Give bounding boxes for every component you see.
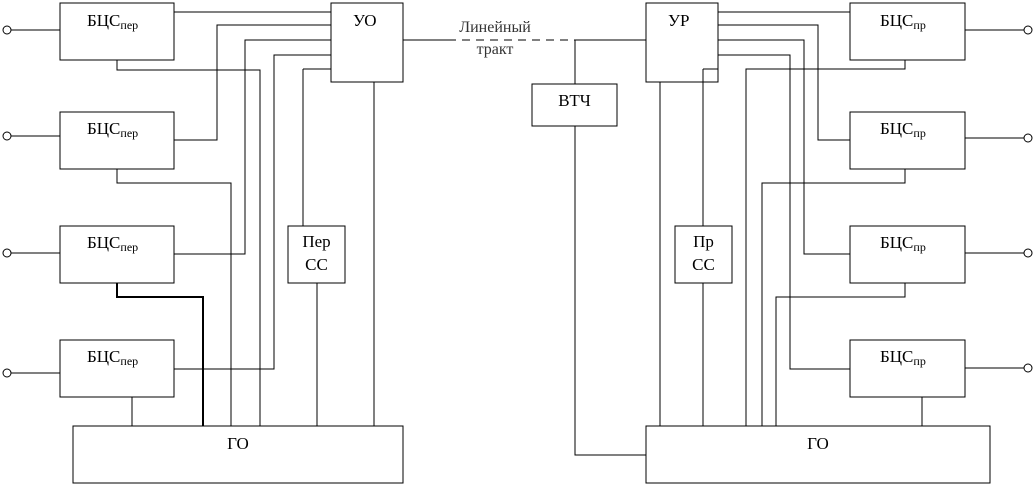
go-left-label: ГО	[227, 434, 249, 453]
uo-label: УО	[353, 11, 377, 30]
bcs-rx-2-box	[849, 111, 966, 170]
tx-input-terminals	[2, 25, 60, 378]
line-path-wires	[403, 39, 646, 84]
pr-cc-box	[674, 225, 733, 284]
bcs-tx-2-box	[59, 111, 175, 170]
bcs-tx-1-label: БЦСпер	[87, 11, 139, 32]
tx-signal-wires	[174, 11, 331, 370]
go-left-box	[72, 425, 404, 484]
vtch-box	[531, 83, 618, 127]
bcs-rx-3-box	[849, 225, 966, 284]
go-right-box	[645, 425, 991, 484]
bcs-tx-3-box	[59, 225, 175, 284]
bcs-tx-4-box	[59, 339, 175, 398]
ur-label: УР	[668, 11, 690, 30]
vtch-to-go-wire	[574, 126, 646, 456]
bcs-tx-4-label: БЦСпер	[87, 347, 139, 368]
bcs-tx-2-label: БЦСпер	[87, 119, 139, 140]
bcs-rx-3-label: БЦСпр	[880, 233, 926, 254]
bcs-tx-1-box	[59, 2, 175, 61]
bcs-rx-4-label: БЦСпр	[880, 347, 926, 368]
go-right-wires	[659, 60, 923, 426]
bcs-rx-4-box	[849, 339, 966, 398]
bcs-tx-3-label: БЦСпер	[87, 233, 139, 254]
rx-output-terminals	[965, 25, 1033, 373]
bcs-rx-1-box	[849, 2, 966, 61]
bcs-rx-2-label: БЦСпр	[880, 119, 926, 140]
uo-box	[330, 2, 404, 83]
vtch-label: ВТЧ	[558, 91, 591, 110]
go-left-wires	[116, 60, 375, 426]
rx-signal-wires	[718, 11, 850, 370]
bcs-rx-1-label: БЦСпр	[880, 11, 926, 32]
per-cc-box	[287, 225, 346, 284]
go-right-label: ГО	[807, 434, 829, 453]
